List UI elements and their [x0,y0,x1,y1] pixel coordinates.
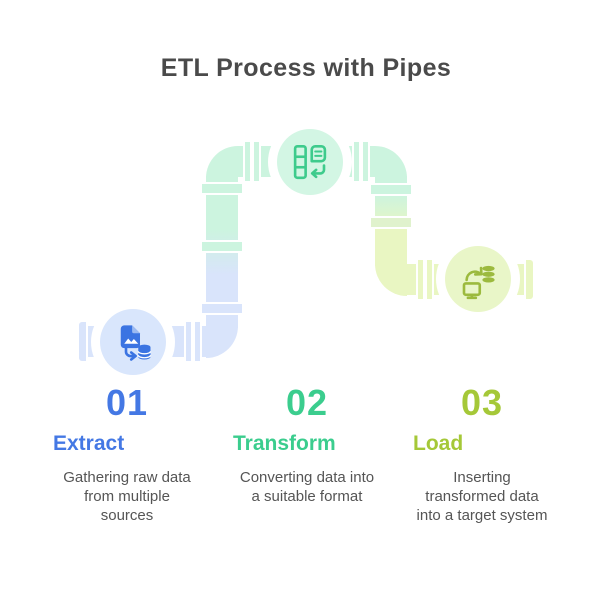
step-description: Inserting transformed data into a target… [416,469,548,524]
pipe-end-cap-left [79,322,88,361]
extract-node [100,309,166,375]
pipe-elbow-bottom-right [375,264,407,296]
pipe-flange [416,260,425,299]
step-column-extract: 01 Extract Gathering raw data from multi… [48,385,206,525]
step-label-load: Load [413,432,464,455]
pipe-flange [184,322,193,361]
pipe-end-cap-right [524,260,533,299]
sync-database-monitor-icon [457,258,499,300]
pipe-ring [371,216,411,229]
step-column-load: 03 Load Inserting transformed data into … [402,385,562,525]
step-description: Gathering raw data from multiple sources [63,469,191,524]
step-number: 01 [105,382,149,423]
load-node [445,246,511,312]
file-to-database-icon [112,321,154,363]
pipe-ring [202,302,242,315]
pipe-flange [361,142,370,181]
step-label-transform: Transform [233,432,336,455]
pipe-flange [193,322,202,361]
step-description: Converting data into a suitable format [239,469,375,505]
pipe-flange [243,142,252,181]
transform-node [277,129,343,195]
pipe-elbow-top-right [375,146,407,178]
step-number: 02 [285,382,329,423]
step-number: 03 [460,382,504,423]
step-label-extract: Extract [53,432,125,455]
pipe-flange [352,142,361,181]
pipe-flange [425,260,434,299]
step-column-transform: 02 Transform Converting data into a suit… [220,385,394,506]
pipe-ring [202,182,242,195]
pipe-ring [202,240,242,253]
table-document-convert-icon [289,141,331,183]
pipe-ring [371,183,411,196]
pipe-elbow-top-left [206,146,238,178]
pipe-elbow-bottom-left [206,326,238,358]
pipe-flange [252,142,261,181]
page-title: ETL Process with Pipes [160,54,452,82]
